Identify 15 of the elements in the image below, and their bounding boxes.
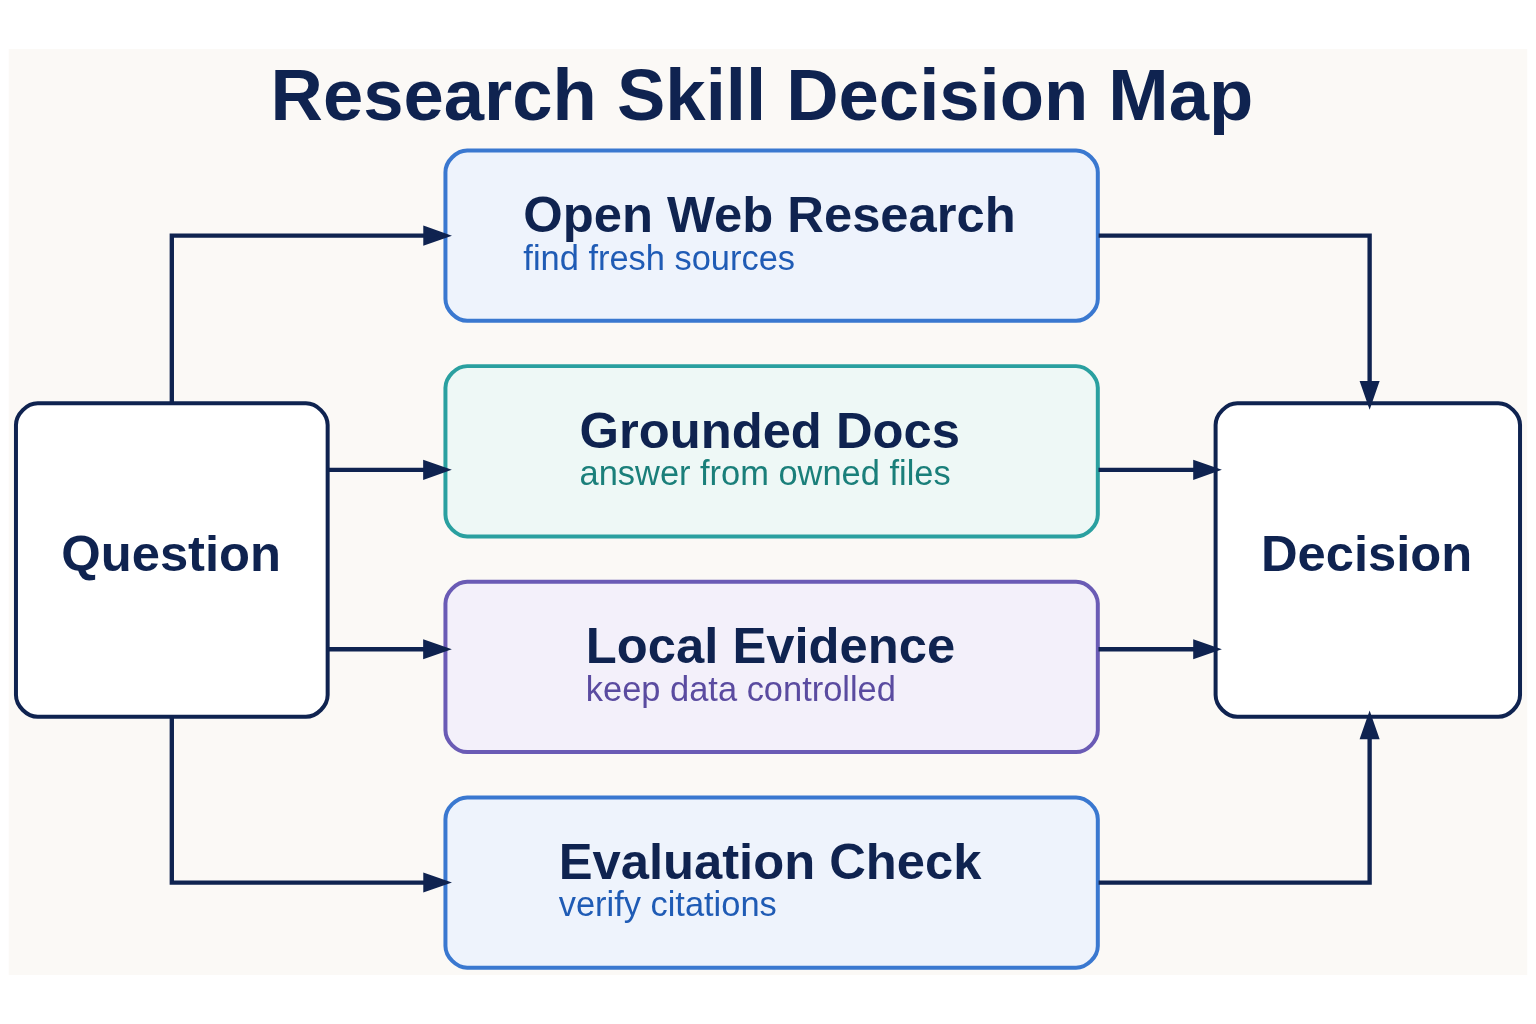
node-box: Evaluation Check verify citations (443, 795, 1100, 970)
node-box: Question (13, 401, 330, 719)
node-box: Open Web Research find fresh sources (443, 148, 1100, 323)
arrow (327, 459, 452, 480)
node-box: Local Evidence keep data controlled (443, 579, 1100, 755)
arrow (1098, 233, 1380, 410)
arrow (169, 717, 452, 893)
arrow (327, 639, 452, 660)
arrow (1098, 459, 1222, 480)
diagram-title: Research Skill Decision Map (270, 53, 1254, 135)
node-box: Grounded Docs answer from owned files (443, 364, 1100, 539)
arrow (1098, 710, 1380, 885)
node-box: Decision (1213, 401, 1523, 719)
arrow (169, 225, 452, 404)
arrow (1098, 639, 1222, 660)
